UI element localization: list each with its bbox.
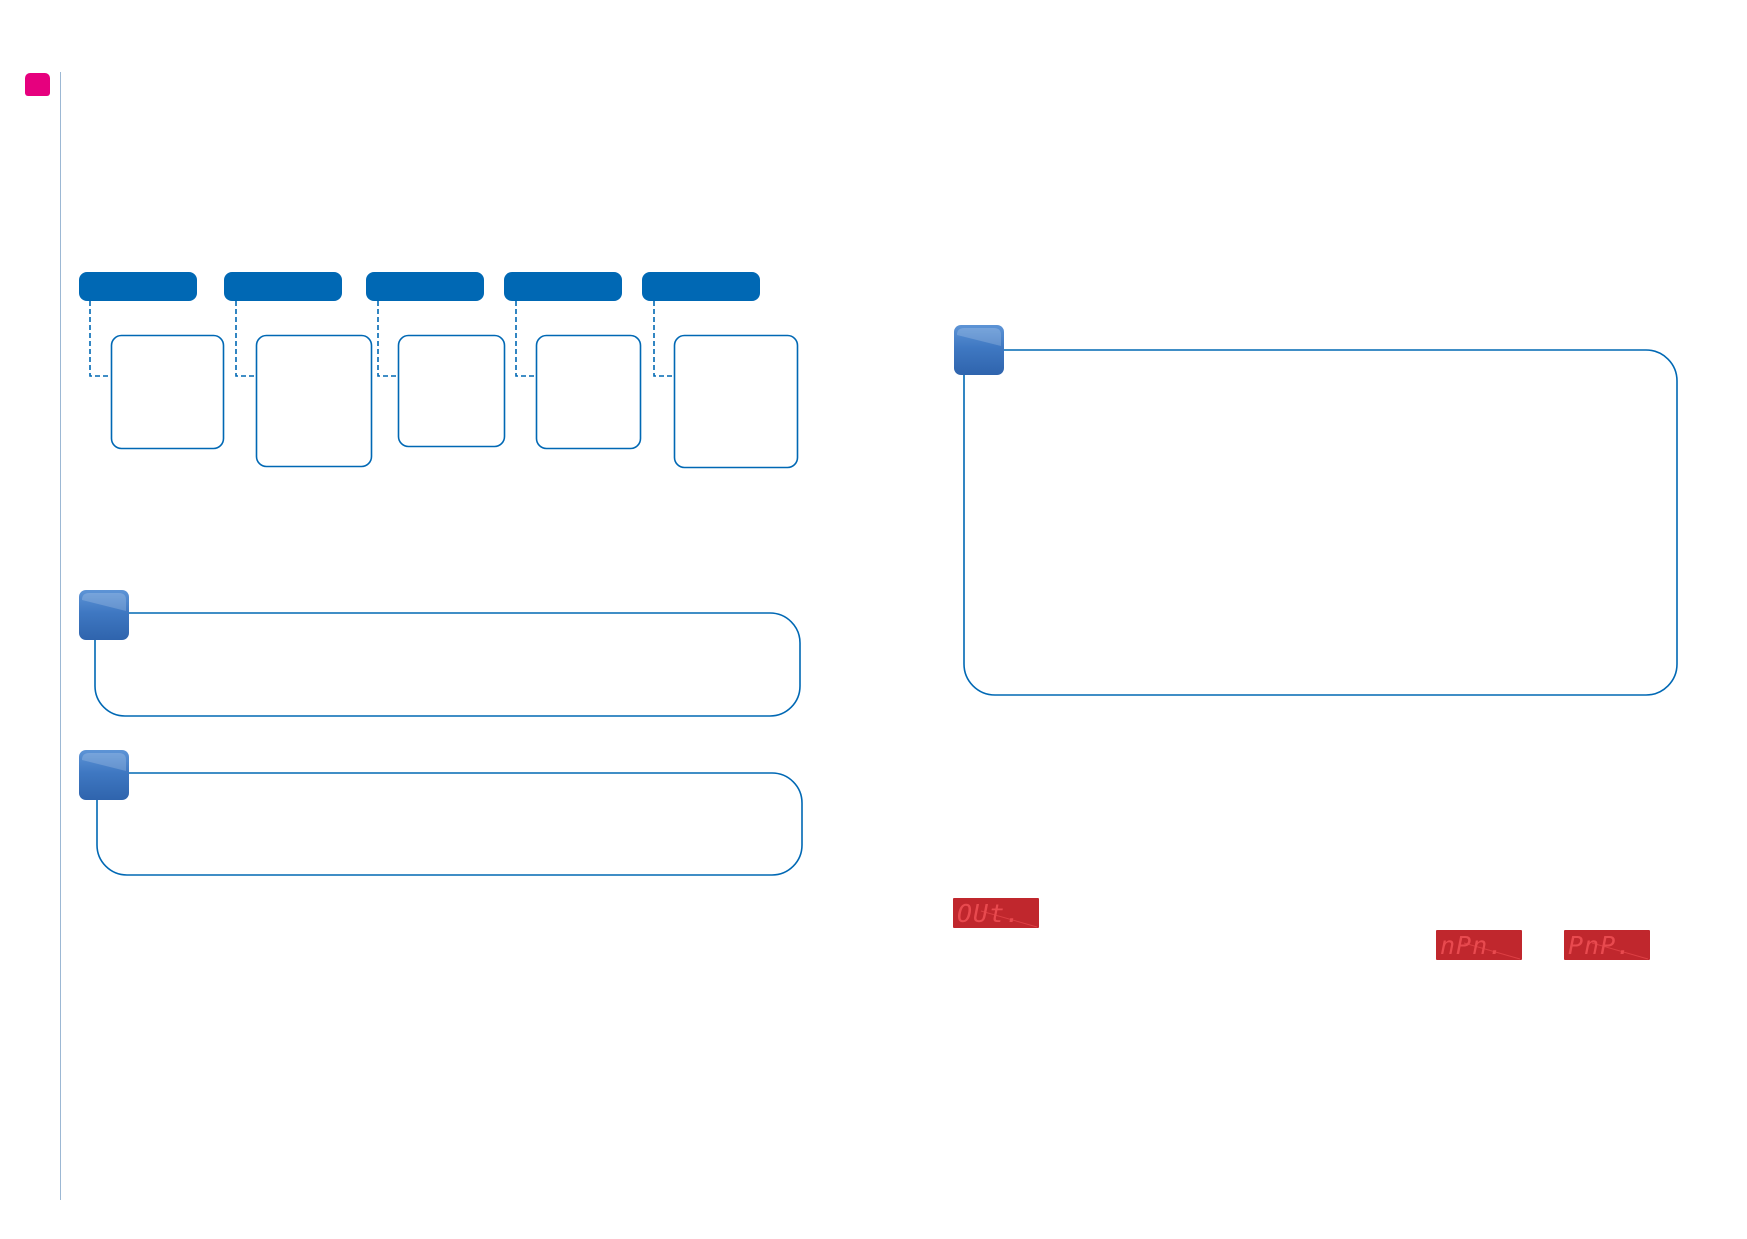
tab-row bbox=[79, 272, 760, 301]
tab-3 bbox=[366, 272, 484, 301]
connector-2 bbox=[235, 301, 256, 377]
tab-cards bbox=[110, 334, 799, 469]
led-display-npn: nPn. bbox=[1436, 930, 1522, 960]
tab-5 bbox=[642, 272, 760, 301]
callout-frame-3 bbox=[954, 325, 1678, 696]
connector-1 bbox=[89, 301, 111, 377]
connector-3 bbox=[377, 301, 398, 377]
card-1 bbox=[110, 334, 225, 450]
callout-frame-2 bbox=[79, 750, 803, 876]
callout-badge-2 bbox=[79, 750, 129, 800]
card-4 bbox=[535, 334, 642, 450]
tab-connectors bbox=[89, 301, 674, 377]
card-5 bbox=[673, 334, 799, 469]
connector-5 bbox=[653, 301, 674, 377]
tab-1 bbox=[79, 272, 197, 301]
connector-4 bbox=[515, 301, 536, 377]
callout-badge-1 bbox=[79, 590, 129, 640]
led-display-out: OUt. bbox=[953, 898, 1039, 928]
tab-2 bbox=[224, 272, 342, 301]
tab-4 bbox=[504, 272, 622, 301]
card-3 bbox=[397, 334, 506, 448]
callout-badge-3 bbox=[954, 325, 1004, 375]
callout-frame-1 bbox=[79, 590, 801, 717]
margin-rule bbox=[60, 72, 61, 1200]
page-accent-tab bbox=[25, 73, 50, 96]
card-2 bbox=[255, 334, 373, 468]
led-display-pnp: PnP. bbox=[1564, 930, 1650, 960]
